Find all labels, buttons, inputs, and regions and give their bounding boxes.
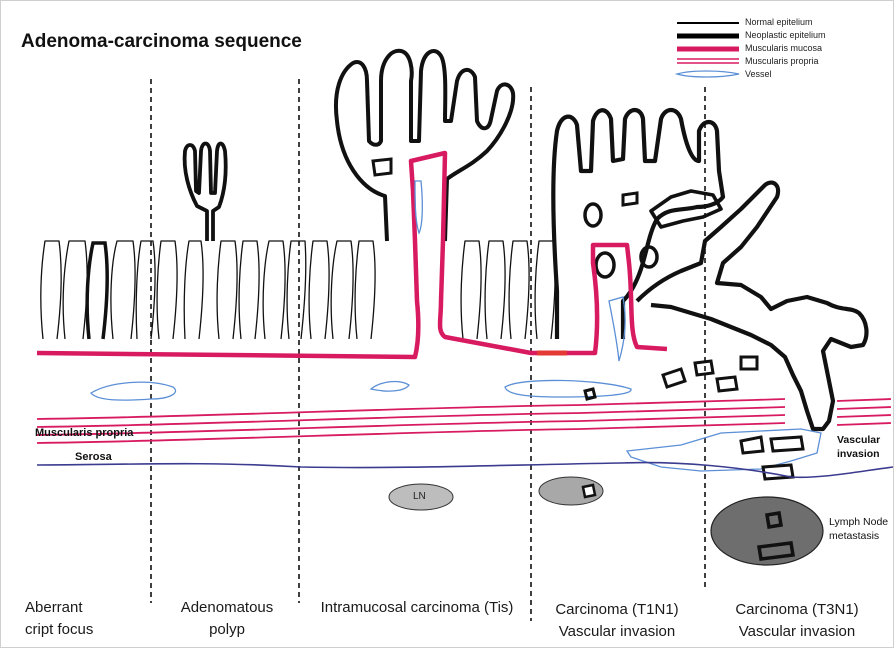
legend-label-vessel: Vessel [745, 69, 772, 79]
tumor-island [585, 389, 595, 399]
crypt [309, 241, 329, 339]
stage-label-line: cript focus [25, 619, 93, 641]
stage-label-line: polyp [167, 619, 287, 641]
crypt [239, 241, 259, 339]
stage-label-adenomatous-polyp: Adenomatous polyp [167, 597, 287, 641]
aberrant-crypt [87, 243, 107, 339]
stage-label-aberrant-crypt-focus: Aberrant cript focus [25, 597, 93, 641]
vessel [371, 382, 409, 392]
legend-swatch-vessel [677, 71, 739, 77]
stage-label-line: Carcinoma (T3N1) [717, 599, 877, 621]
vascular-invasion-line-2: invasion [837, 447, 880, 461]
crypt [485, 241, 505, 339]
crypt [355, 241, 375, 339]
crypt [184, 241, 203, 339]
tis-lumen [373, 159, 391, 175]
tumor-island [717, 377, 737, 391]
vascular-invasion-label: Vascular invasion [837, 433, 880, 461]
legend-label-neoplastic-epitelium: Neoplastic epitelium [745, 30, 826, 40]
stage-label-line: Aberrant [25, 597, 93, 619]
stage-label-line: Vascular invasion [537, 621, 697, 643]
crypt [535, 241, 555, 339]
lymph-node-metastasis-label: Lymph Node metastasis [829, 515, 888, 543]
normal-crypts [41, 241, 555, 339]
tumor-focus [583, 485, 595, 497]
crypt [63, 241, 87, 339]
gland [585, 204, 601, 226]
tumor-island [771, 437, 803, 451]
stage-label-t3n1: Carcinoma (T3N1) Vascular invasion [717, 599, 877, 643]
crypt [509, 241, 529, 339]
vessel [505, 380, 631, 397]
muscularis-propria [37, 399, 891, 443]
legend-label-muscularis-mucosa: Muscularis mucosa [745, 43, 822, 53]
ln-label: LN [413, 491, 426, 502]
crypt [136, 241, 155, 339]
diagram-title: Adenoma-carcinoma sequence [21, 31, 302, 53]
tumor-island [663, 369, 685, 387]
stage-label-line: Intramucosal carcinoma (Tis) [307, 597, 527, 619]
crypt [157, 241, 177, 339]
crypt [263, 241, 285, 339]
legend-label-muscularis-propria: Muscularis propria [745, 56, 819, 66]
crypt [331, 241, 353, 339]
tis-carcinoma [336, 51, 513, 241]
legend-swatches [677, 23, 739, 77]
gland [596, 253, 614, 277]
crypt [111, 241, 135, 339]
lymph-node-metastasis [711, 497, 823, 565]
stage-label-line: Carcinoma (T1N1) [537, 599, 697, 621]
adenomatous-polyp [185, 144, 226, 242]
crypt [461, 241, 481, 339]
serosa-label: Serosa [75, 451, 112, 463]
stage-label-intramucosal-carcinoma: Intramucosal carcinoma (Tis) [307, 597, 527, 619]
stage-label-t1n1: Carcinoma (T1N1) Vascular invasion [537, 599, 697, 643]
t3-carcinoma [637, 183, 866, 429]
lymph-node-line-1: Lymph Node [829, 515, 888, 529]
tumor-island [741, 357, 757, 369]
tumor-island [695, 361, 713, 375]
t1-carcinoma [553, 110, 723, 339]
vessel [91, 382, 176, 400]
gland [623, 193, 637, 205]
legend-label-normal-epitelium: Normal epitelium [745, 17, 813, 27]
lymph-node-line-2: metastasis [829, 529, 888, 543]
tumor-island [741, 437, 763, 453]
vascular-invasion-line-1: Vascular [837, 433, 880, 447]
crypt [287, 241, 306, 339]
stage-label-line: Vascular invasion [717, 621, 877, 643]
muscularis-propria-label: Muscularis propria [35, 427, 133, 439]
crypt [41, 241, 61, 339]
stage-label-line: Adenomatous [167, 597, 287, 619]
crypt [217, 241, 237, 339]
